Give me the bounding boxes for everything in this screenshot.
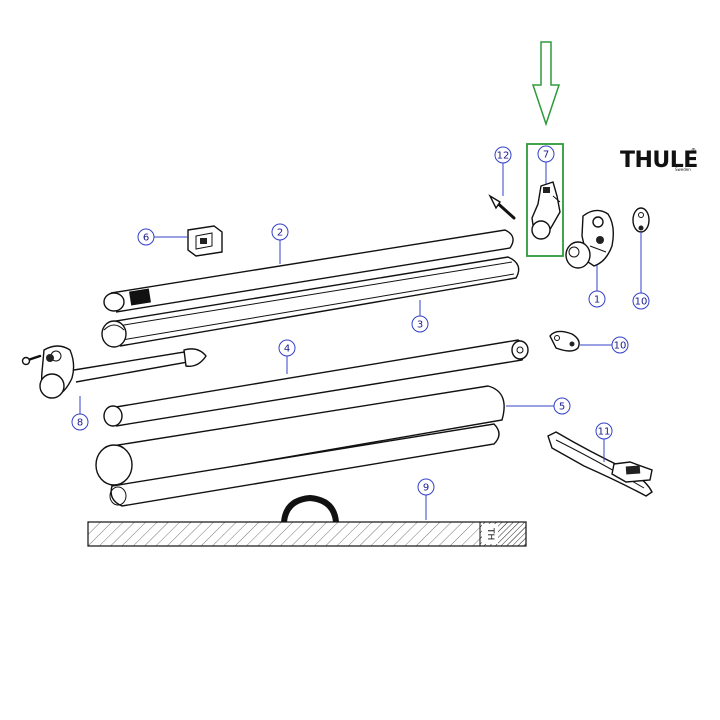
part-10-cap-lower [549,330,580,352]
logo-sub: Sweden [675,167,691,172]
callout-10-lower: 10 [580,336,629,354]
callout-6: 6 [137,228,188,246]
part-11-rail-strip [547,431,653,497]
callout-label-10-lower: 10 [614,341,627,352]
callout-12: 12 [494,146,512,196]
callout-1: 1 [588,265,606,308]
callout-11: 11 [595,422,613,462]
part-3-profile-tube [101,256,520,348]
callout-label-12: 12 [497,151,510,162]
callout-label-1: 1 [594,295,600,306]
callout-label-3: 3 [417,320,423,331]
part-2-profile-tube [103,229,514,313]
logo-mark: ® [691,147,696,154]
callout-7: 7 [537,145,555,184]
callout-2: 2 [271,223,289,264]
callout-label-5: 5 [559,402,565,413]
rail-marking: TH [485,527,495,540]
callout-label-2: 2 [277,228,283,239]
part-6-end-cap [187,225,223,257]
part-7-bracket [531,181,561,240]
callout-label-9: 9 [423,483,429,494]
callout-4: 4 [278,339,296,374]
part-4-roller-tube [103,339,529,427]
callout-label-10-upper: 10 [635,297,648,308]
logo-text: THULE [620,148,698,173]
part-9-mounting-rail: TH [87,494,527,547]
callout-label-11: 11 [598,427,611,438]
callout-9: 9 [417,478,435,520]
highlight-arrow-icon [531,41,561,127]
brand-logo: THULE ® Sweden [620,147,698,173]
part-5-fabric-tube [95,385,505,507]
part-8-crank-end [21,345,207,399]
part-12-screw [488,194,516,220]
callout-label-8: 8 [77,418,83,429]
part-1-end-housing [565,209,615,269]
callout-5: 5 [506,397,571,415]
callout-label-6: 6 [143,233,149,244]
part-10-cap-upper [632,207,650,233]
callout-3: 3 [411,300,429,333]
callout-8: 8 [71,396,89,431]
highlight-box [526,143,564,257]
callout-label-4: 4 [284,344,290,355]
callout-label-7: 7 [543,150,549,161]
callout-10-upper: 10 [632,232,650,310]
